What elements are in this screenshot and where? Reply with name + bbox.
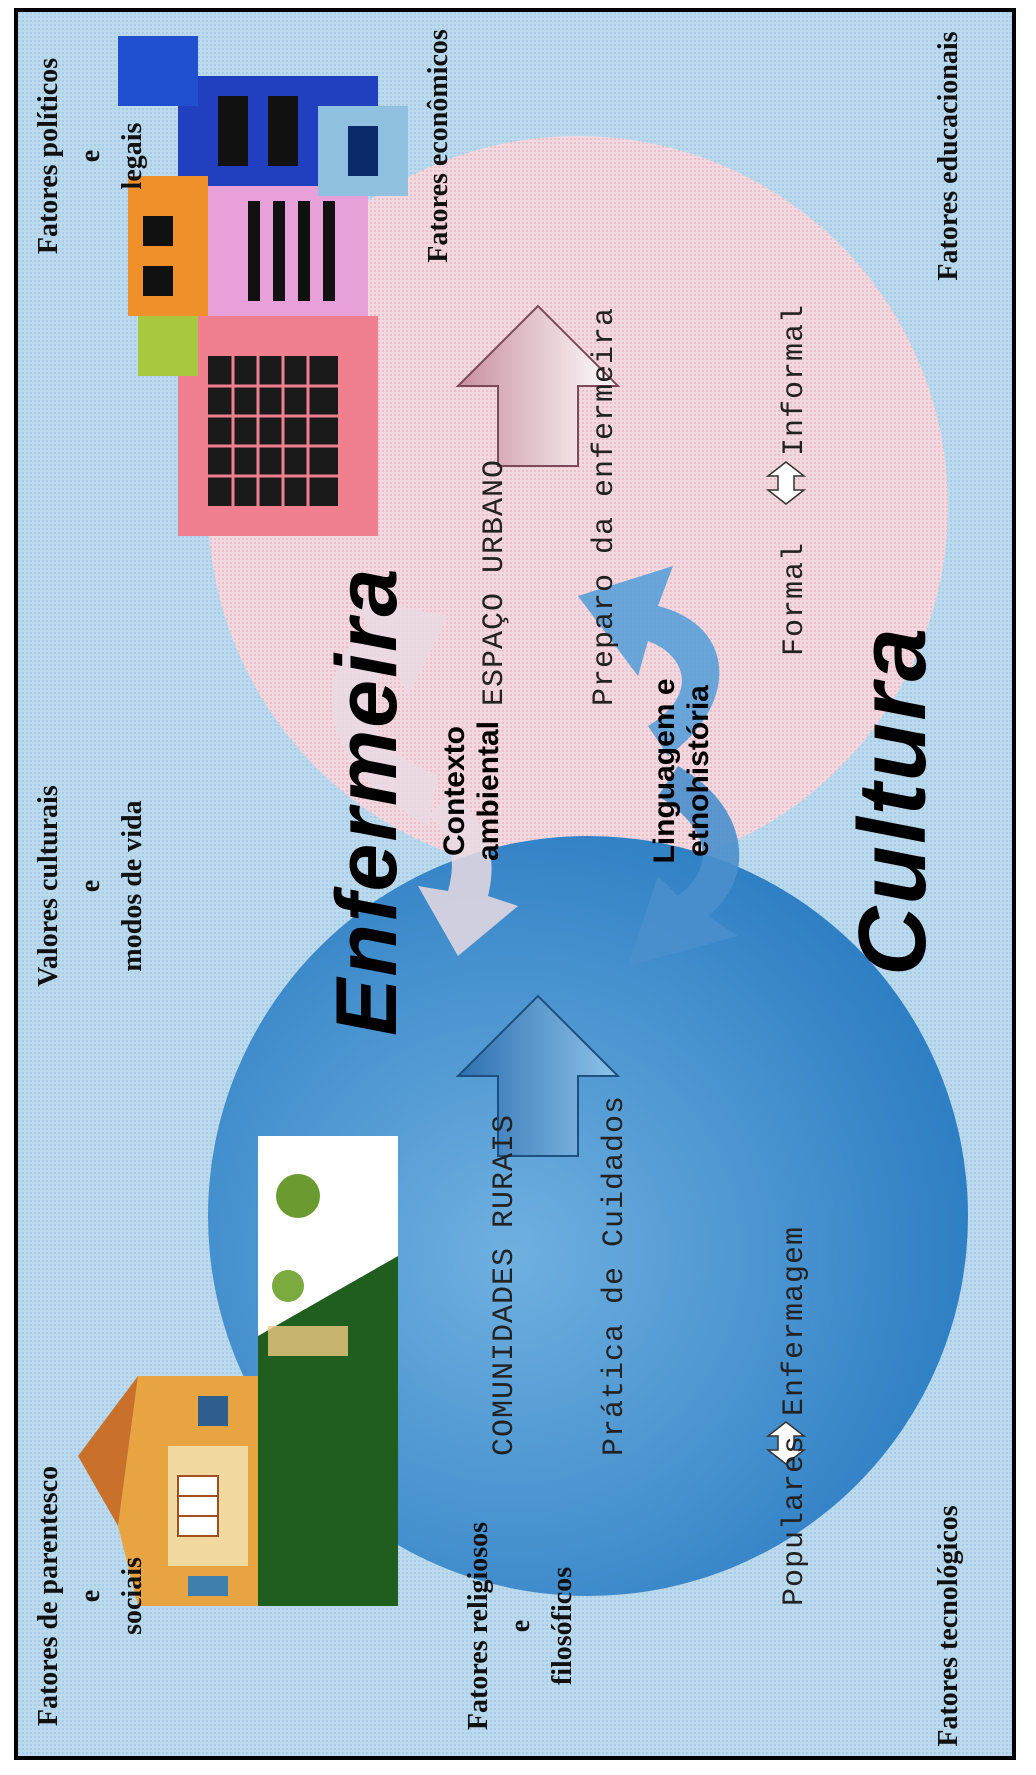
rural-right-term: Enfermagem: [778, 1225, 812, 1416]
diagram-graphics: [78, 36, 968, 1606]
rural-flow-arrow-icon: [455, 994, 621, 1157]
context-label: Contexto ambiental: [438, 696, 506, 886]
rural-title: COMUNIDADES RURAIS: [488, 1113, 522, 1456]
factor-cultural: Valores culturais e modos de vida: [28, 746, 154, 1026]
rural-left-term: Populares: [778, 1434, 812, 1606]
urban-left-term: Formal: [778, 541, 812, 656]
diagram-stage: Fatores de parentesco e sociais Valores …: [18, 12, 1012, 1756]
language-arrow: [578, 566, 720, 756]
factor-educational: Fatores educacionais: [928, 16, 970, 296]
factor-economic: Fatores econômicos: [418, 16, 460, 276]
language-label-line1: Linguagem e: [648, 678, 681, 864]
factor-technological: Fatores tecnológicos: [928, 1496, 970, 1756]
context-arrow: [331, 596, 448, 826]
factor-political: Fatores políticos e legais: [28, 16, 154, 296]
factor-religious-line3: filosóficos: [547, 1566, 578, 1686]
double-arrow-icon: [765, 461, 807, 505]
factor-kinship: Fatores de parentesco e sociais: [28, 1456, 154, 1736]
factor-cultural-line2: e: [75, 879, 106, 893]
factor-cultural-line3: modos de vida: [117, 800, 148, 972]
factor-kinship-line1: Fatores de parentesco: [33, 1465, 64, 1727]
urban-subtitle: Preparo da enfermeira: [588, 306, 622, 706]
rural-house-icon: [78, 1136, 398, 1606]
language-label-line2: etnohistória: [682, 685, 715, 857]
language-arrow-tail: [628, 766, 740, 966]
factor-cultural-line1: Valores culturais: [33, 785, 64, 987]
city-buildings-icon: [118, 36, 408, 536]
diagram-frame: Fatores de parentesco e sociais Valores …: [14, 8, 1016, 1760]
factor-technological-line: Fatores tecnológicos: [933, 1505, 964, 1747]
factor-religious-line1: Fatores religiosos: [463, 1521, 494, 1731]
factor-political-line3: legais: [117, 122, 148, 190]
rural-subtitle: Prática de Cuidados: [598, 1094, 632, 1456]
nurse-label: Enfermeira: [319, 566, 415, 1036]
language-label: Linguagem e etnohistória: [648, 666, 716, 876]
factor-economic-line: Fatores econômicos: [423, 29, 454, 263]
factor-educational-line: Fatores educacionais: [933, 31, 964, 281]
factor-religious: Fatores religiosos e filosóficos: [458, 1496, 584, 1756]
factor-kinship-line2: e: [75, 1589, 106, 1603]
context-label-line1: Contexto: [438, 726, 471, 856]
factor-kinship-line3: sociais: [117, 1557, 148, 1635]
context-label-line2: ambiental: [472, 720, 505, 862]
urban-title: ESPAÇO URBANO: [478, 458, 512, 706]
factor-political-line2: e: [75, 149, 106, 163]
urban-flow-arrow-icon: [455, 304, 621, 467]
double-arrow-icon: [765, 1421, 807, 1465]
context-arrow-tail: [418, 796, 518, 956]
factor-political-line1: Fatores políticos: [33, 57, 64, 255]
culture-label: Cultura: [839, 626, 946, 976]
urban-circle: [208, 136, 948, 876]
factor-religious-line2: e: [505, 1619, 536, 1633]
urban-right-term: Informal: [778, 303, 812, 456]
